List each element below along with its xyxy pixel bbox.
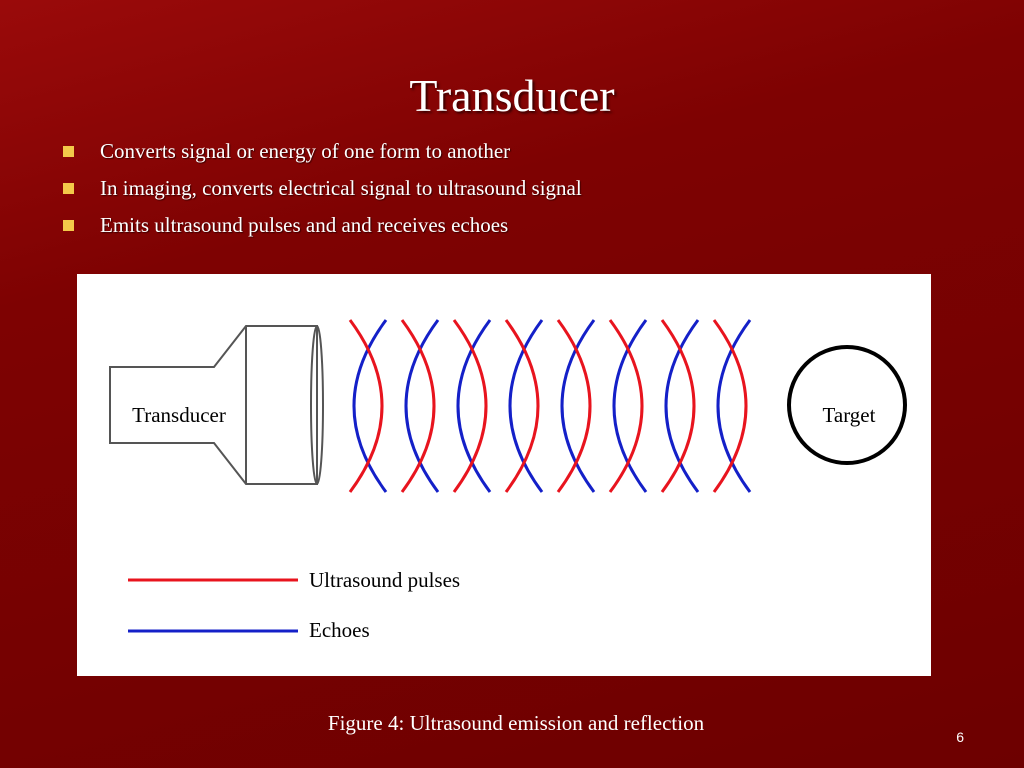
legend: Ultrasound pulses Echoes [128,568,460,642]
legend-echo-label: Echoes [309,618,370,642]
bullet-item: Emits ultrasound pulses and and receives… [60,210,582,247]
legend-pulse-label: Ultrasound pulses [309,568,460,592]
transducer-face [310,325,324,485]
pulse-wavefront [400,319,436,493]
square-bullet-icon [63,146,74,157]
echo-wavefront [352,319,388,493]
echo-wavefront [508,319,544,493]
pulse-wavefront [504,319,540,493]
echo-wavefront [456,319,492,493]
pulse-wavefront [556,319,592,493]
bullet-item: Converts signal or energy of one form to… [60,136,582,173]
bullet-item: In imaging, converts electrical signal t… [60,173,582,210]
echo-wavefront [612,319,648,493]
bullet-list: Converts signal or energy of one form to… [60,136,582,247]
target-label: Target [823,403,876,427]
bullet-text: Converts signal or energy of one form to… [100,139,511,163]
pulse-wavefront [348,319,384,493]
echo-wavefront [560,319,596,493]
figure-caption: Figure 4: Ultrasound emission and reflec… [327,711,705,735]
pulse-wavefront [712,319,748,493]
echo-wavefront [404,319,440,493]
echo-wavefront [716,319,752,493]
diagram-canvas: Transducer Target Ultrasound pulses Echo… [109,319,907,642]
transducer-label: Transducer [132,403,226,427]
bullet-text: Emits ultrasound pulses and and receives… [100,213,509,237]
echo-wavefront [664,319,700,493]
slide-title: Transducer [409,70,615,121]
square-bullet-icon [63,220,74,231]
pulse-wavefront [608,319,644,493]
bullet-text: In imaging, converts electrical signal t… [100,176,582,200]
transducer-shape [109,325,324,485]
page-number: 6 [956,729,964,745]
wave-group [348,319,752,493]
square-bullet-icon [63,183,74,194]
target-circle [787,345,907,465]
pulse-wavefront [660,319,696,493]
pulse-wavefront [452,319,488,493]
ultrasound-diagram: Transducer Target Ultrasound pulses Echo… [77,274,931,676]
